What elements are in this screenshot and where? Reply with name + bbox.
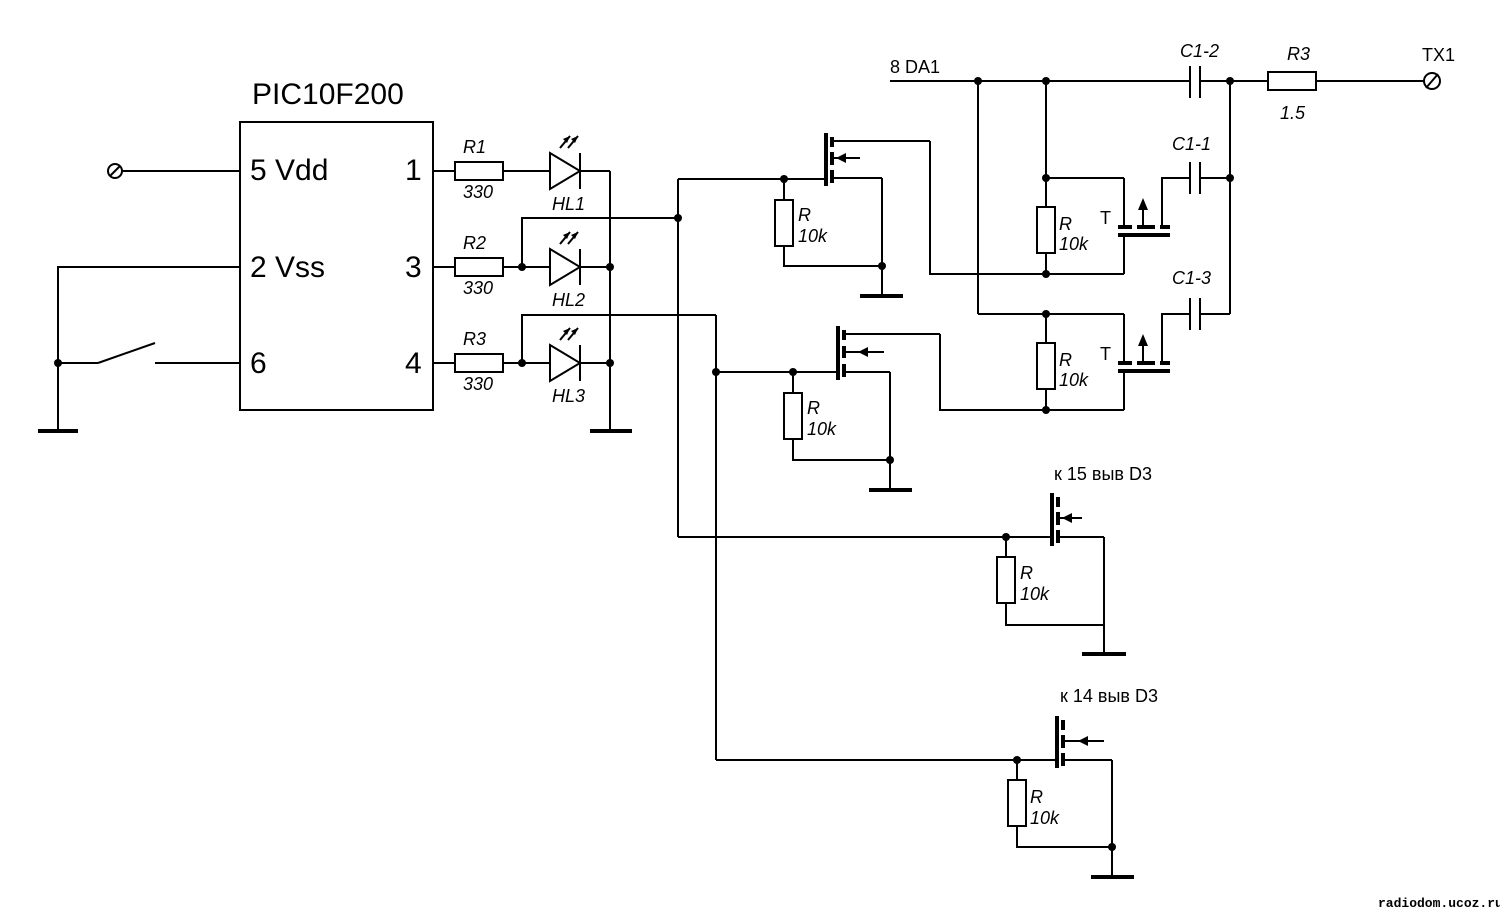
transistor-t2: T <box>1100 313 1190 410</box>
rg3-name: R <box>1020 563 1033 583</box>
resistor-r3-output <box>1267 71 1317 91</box>
da1-label: 8 DA1 <box>890 57 940 77</box>
r2-name: R2 <box>463 233 486 253</box>
r1-value: 330 <box>463 182 493 202</box>
resistor-rg1 <box>774 199 794 247</box>
d3-pin14-label: к 14 выв D3 <box>1060 686 1158 706</box>
resistor-rg2 <box>783 392 803 440</box>
rg4-name: R <box>1030 787 1043 807</box>
pin-1-label: 1 <box>405 154 422 187</box>
rout-value: 1.5 <box>1280 103 1306 123</box>
resistor-r3 <box>454 353 504 373</box>
tx1-label: TX1 <box>1422 45 1455 65</box>
rg1-name: R <box>798 205 811 225</box>
pin-vdd-label: 5 Vdd <box>250 154 328 187</box>
hl2-label: HL2 <box>552 290 585 310</box>
push-switch <box>97 342 156 364</box>
d3-pin15-label: к 15 выв D3 <box>1054 464 1152 484</box>
transistor-q3: к 15 выв D3 R 10k <box>996 464 1152 656</box>
ic-name: PIC10F200 <box>252 78 404 111</box>
r2-value: 330 <box>463 278 493 298</box>
rg2-value: 10k <box>807 419 837 439</box>
r3-value: 330 <box>463 374 493 394</box>
resistor-r2 <box>454 257 504 277</box>
led-row-2: R2 330 HL2 <box>433 231 614 310</box>
rt1-name: R <box>1059 214 1072 234</box>
resistor-r1 <box>454 161 504 181</box>
led-row-1: R1 330 HL1 <box>433 135 610 214</box>
r3-name: R3 <box>463 329 486 349</box>
resistor-rt1 <box>1036 206 1056 254</box>
resistor-rg3 <box>996 556 1016 604</box>
rt2-value: 10k <box>1059 370 1089 390</box>
t1-label: T <box>1100 208 1111 228</box>
t2-label: T <box>1100 344 1111 364</box>
led-hl3 <box>549 343 582 383</box>
ic-body <box>239 121 434 411</box>
pin-6-label: 6 <box>250 347 267 380</box>
c13-label: C1-3 <box>1172 268 1211 288</box>
rout-name: R3 <box>1287 44 1310 64</box>
pin-3-label: 3 <box>405 251 422 284</box>
hl1-label: HL1 <box>552 194 585 214</box>
led-hl1 <box>549 151 582 191</box>
resistor-rg4 <box>1007 779 1027 827</box>
watermark: radiodom.ucoz.ru <box>1378 896 1500 911</box>
rt1-value: 10k <box>1059 234 1089 254</box>
hl3-label: HL3 <box>552 386 585 406</box>
transistor-q1: R 10k <box>774 133 930 298</box>
pin-vss-label: 2 Vss <box>250 251 325 284</box>
transistor-t1: T <box>1100 177 1190 274</box>
transistor-q4: к 14 выв D3 R 10k <box>1007 686 1158 879</box>
tx1-terminal <box>1423 72 1441 90</box>
led-hl2 <box>549 247 582 287</box>
rg1-value: 10k <box>798 226 828 246</box>
rg3-value: 10k <box>1020 584 1050 604</box>
rg2-name: R <box>807 398 820 418</box>
led-row-3: R3 330 HL3 <box>433 327 614 406</box>
microcontroller: PIC10F200 5 Vdd 2 Vss 6 1 3 4 <box>239 78 434 411</box>
power-and-switch <box>38 163 240 433</box>
c11-label: C1-1 <box>1172 134 1211 154</box>
output-section: 8 DA1 C1-2 R3 1.5 TX1 R 10k <box>890 41 1455 414</box>
rg4-value: 10k <box>1030 808 1060 828</box>
rt2-name: R <box>1059 350 1072 370</box>
transistor-q2: R 10k <box>783 326 940 492</box>
resistor-rt2 <box>1036 342 1056 390</box>
c12-label: C1-2 <box>1180 41 1219 61</box>
r1-name: R1 <box>463 137 486 157</box>
pin-4-label: 4 <box>405 347 422 380</box>
